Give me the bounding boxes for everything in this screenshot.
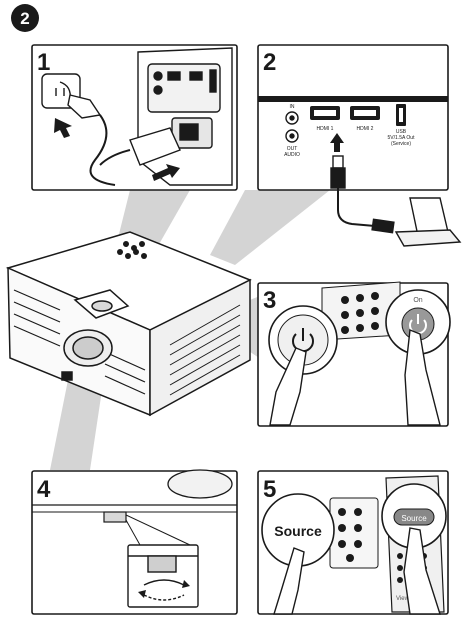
power-plug-icon — [67, 94, 116, 186]
panel-5-number: 5 — [263, 476, 276, 503]
audio-jack-icon — [285, 111, 299, 143]
hdmi-cable-route — [337, 188, 376, 227]
projector-icon — [5, 231, 252, 417]
panel-5-source: 5 Source So — [257, 470, 449, 615]
usb-label: USB — [396, 129, 407, 135]
panel-3-power-on: 3 On — [257, 281, 451, 427]
projector-bottom-icon — [32, 469, 237, 513]
plug-arrow-icon — [54, 118, 72, 138]
audio-label: AUDIO — [284, 152, 300, 158]
hdmi-port-1-label: HDMI 1 — [317, 126, 334, 132]
hdmi-port-1-icon — [310, 106, 340, 120]
rotate-arrow-icon — [138, 580, 190, 598]
adjuster-foot-icon — [103, 511, 127, 523]
hand-press-icon — [269, 329, 441, 426]
remote-keypad-icon — [321, 281, 401, 341]
on-label: On — [413, 297, 422, 304]
cable-arrow-icon — [152, 164, 180, 181]
step-badge-number: 2 — [20, 9, 29, 28]
panel-4-number: 4 — [37, 476, 51, 503]
finger-press-icon — [273, 527, 441, 615]
laptop-icon — [394, 197, 462, 247]
panel-4-adjust: 4 — [31, 469, 238, 615]
source-button-label: Source — [274, 523, 322, 539]
audio-out-label: OUT — [287, 146, 298, 152]
panel-1-number: 1 — [37, 49, 50, 76]
hdmi-cable-icon — [330, 155, 346, 189]
projector-control-panel-icon — [329, 497, 379, 569]
insert-arrow-icon — [330, 133, 344, 152]
hdmi-port-2-label: HDMI 2 — [357, 126, 374, 132]
remote-source-label: Source — [401, 514, 427, 523]
zoom-inset-icon — [127, 544, 199, 608]
usb-port-icon — [396, 104, 406, 126]
panel-3-number: 3 — [263, 287, 276, 314]
panel-1-power: 1 — [31, 44, 238, 191]
step-badge: 2 — [11, 4, 39, 32]
power-button-icon — [268, 305, 338, 375]
power-cable-icon — [99, 127, 181, 166]
audio-in-label: IN — [290, 104, 295, 110]
panel-2-hdmi: 2 IN OUT AUDIO HDMI 1 HDMI 2 USB 5V/1.5A… — [257, 44, 449, 191]
usb-detail-label: 5V/1.5A Out — [388, 135, 416, 141]
usb-service-label: (Service) — [391, 141, 411, 147]
hdmi-port-2-icon — [350, 106, 380, 120]
projector-rear-icon — [137, 47, 233, 186]
panel-2-number: 2 — [263, 49, 276, 76]
laptop-hdmi-plug-icon — [371, 218, 395, 234]
